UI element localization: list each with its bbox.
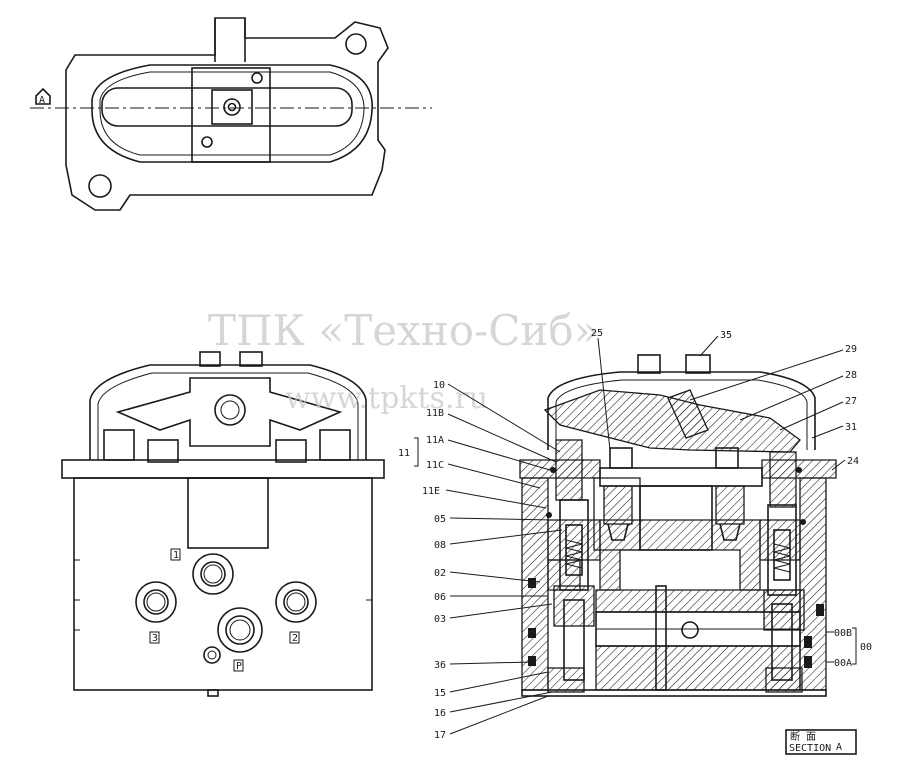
section-label: 断 面 SECTION A <box>785 729 857 755</box>
label-10: 10 <box>433 380 445 391</box>
part-labels: 25 35 29 28 27 31 24 10 11B 11A 11 11C 1… <box>398 328 872 741</box>
label-11: 11 <box>398 448 410 459</box>
label-00a: 00A <box>834 658 852 669</box>
label-06: 06 <box>434 592 446 603</box>
label-02: 02 <box>434 568 446 579</box>
label-05: 05 <box>434 514 446 525</box>
label-03: 03 <box>434 614 446 625</box>
label-36: 36 <box>434 660 446 671</box>
section-view <box>519 354 837 697</box>
port-2 <box>275 581 317 623</box>
label-08: 08 <box>434 540 446 551</box>
label-27: 27 <box>845 396 857 407</box>
port-mark-3: 3 <box>152 633 158 644</box>
label-11b: 11B <box>426 408 444 419</box>
section-label-kanji: 断 面 <box>790 730 816 743</box>
label-16: 16 <box>434 708 446 719</box>
label-00: 00 <box>860 642 872 653</box>
label-11e: 11E <box>422 486 440 497</box>
label-24: 24 <box>847 456 859 467</box>
top-view: A <box>30 17 432 211</box>
section-label-letter: A <box>836 742 842 753</box>
port-p <box>217 607 263 653</box>
label-17: 17 <box>434 730 446 741</box>
label-25: 25 <box>591 328 603 339</box>
port-mark-p: P <box>236 661 242 672</box>
label-31: 31 <box>845 422 857 433</box>
label-11c: 11C <box>426 460 444 471</box>
label-15: 15 <box>434 688 446 699</box>
label-29: 29 <box>845 344 857 355</box>
label-35: 35 <box>720 330 732 341</box>
port-mark-2: 2 <box>292 633 298 644</box>
label-00b: 00B <box>834 628 852 639</box>
label-11a: 11A <box>426 435 444 446</box>
front-view: 1 3 2 P <box>61 351 385 697</box>
watermark-title: ТПК «Техно-Сиб» <box>208 306 599 355</box>
port-mark-1: 1 <box>173 550 179 561</box>
label-28: 28 <box>845 370 857 381</box>
section-label-text: SECTION <box>789 743 831 754</box>
port-1 <box>192 553 234 595</box>
port-3 <box>135 581 177 623</box>
section-marker-letter: A <box>39 95 45 106</box>
watermark-url: www.tpkts.ru <box>285 381 488 416</box>
leader-lines <box>414 335 857 735</box>
